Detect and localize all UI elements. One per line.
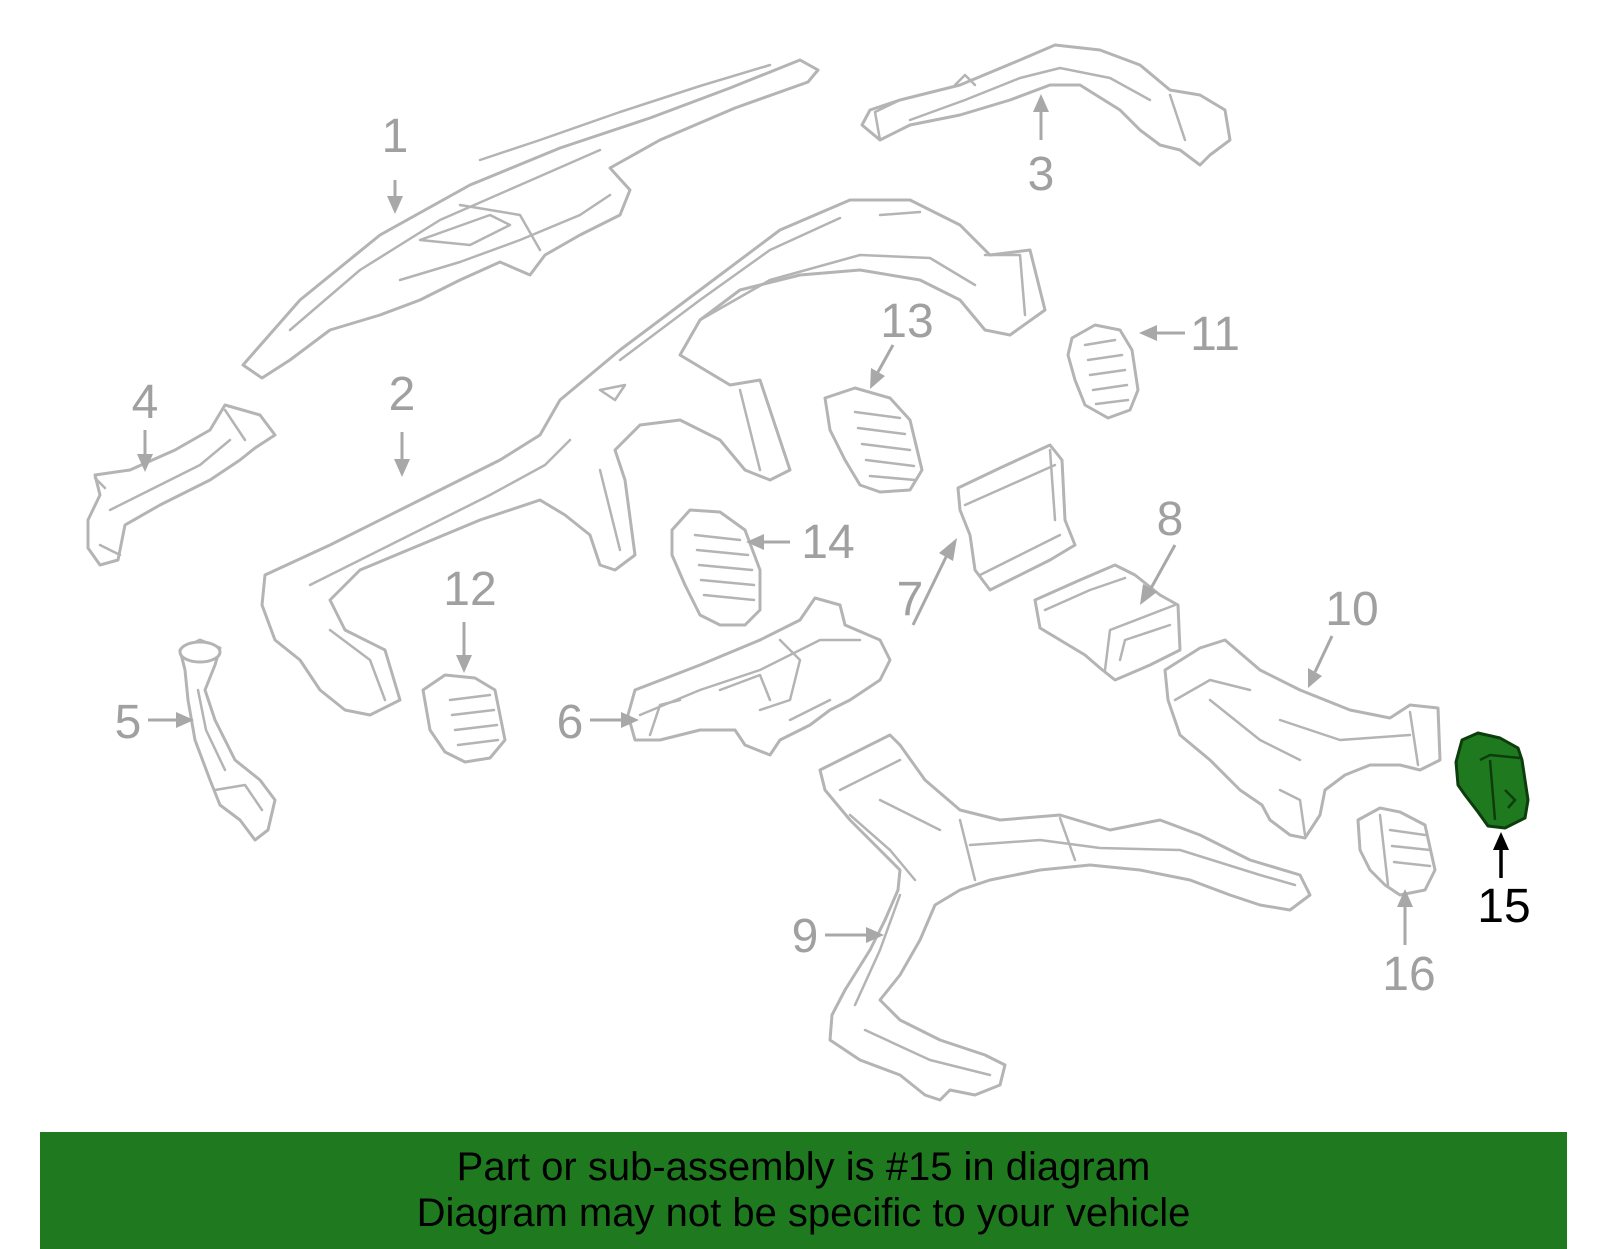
- callout-label-10: 10: [1325, 583, 1378, 636]
- part-10-right-lower-duct[interactable]: [1163, 638, 1442, 840]
- part-3-side-duct[interactable]: [860, 43, 1232, 167]
- banner-line-2: Diagram may not be specific to your vehi…: [416, 1191, 1191, 1235]
- part-2-main-duct[interactable]: [260, 198, 1047, 717]
- callout-label-2: 2: [389, 368, 416, 421]
- callout-label-16: 16: [1382, 948, 1435, 1001]
- callout-label-3: 3: [1028, 148, 1055, 201]
- callout-label-15: 15: [1477, 880, 1530, 933]
- part-9-floor-duct[interactable]: [818, 733, 1312, 1102]
- part-6-center-duct[interactable]: [626, 596, 892, 757]
- part-8-duct-adapter[interactable]: [1033, 563, 1182, 682]
- part-4-left-duct[interactable]: [86, 403, 277, 567]
- callout-arrows: [137, 94, 1509, 945]
- callout-label-13: 13: [880, 295, 933, 348]
- part-5-lower-left-duct[interactable]: [178, 638, 277, 842]
- callout-label-1: 1: [382, 110, 409, 163]
- part-16-vent[interactable]: [1356, 806, 1437, 897]
- banner-line-1: Part or sub-assembly is #15 in diagram: [456, 1145, 1151, 1189]
- callout-label-11: 11: [1190, 308, 1240, 361]
- callout-label-12: 12: [443, 563, 496, 616]
- part-12-vent[interactable]: [421, 673, 507, 764]
- part-1-defroster-duct[interactable]: [241, 58, 820, 380]
- callout-label-4: 4: [132, 376, 159, 429]
- info-banner: Part or sub-assembly is #15 in diagram D…: [40, 1132, 1567, 1249]
- part-13-vent[interactable]: [823, 386, 924, 494]
- callout-label-8: 8: [1157, 493, 1184, 546]
- callout-label-14: 14: [801, 516, 854, 569]
- callout-label-9: 9: [792, 910, 819, 963]
- part-7-connector-duct[interactable]: [956, 443, 1077, 592]
- callout-label-7: 7: [897, 573, 924, 626]
- part-15-highlighted[interactable]: [1454, 731, 1530, 830]
- callout-label-5: 5: [115, 696, 142, 749]
- callout-label-6: 6: [557, 696, 584, 749]
- callout-labels: 1 2 3 4 5 6 7 8 9 10 11 12 13 14 15 16: [115, 110, 1531, 1001]
- part-11-vent[interactable]: [1066, 323, 1140, 420]
- part-14-vent[interactable]: [670, 508, 762, 627]
